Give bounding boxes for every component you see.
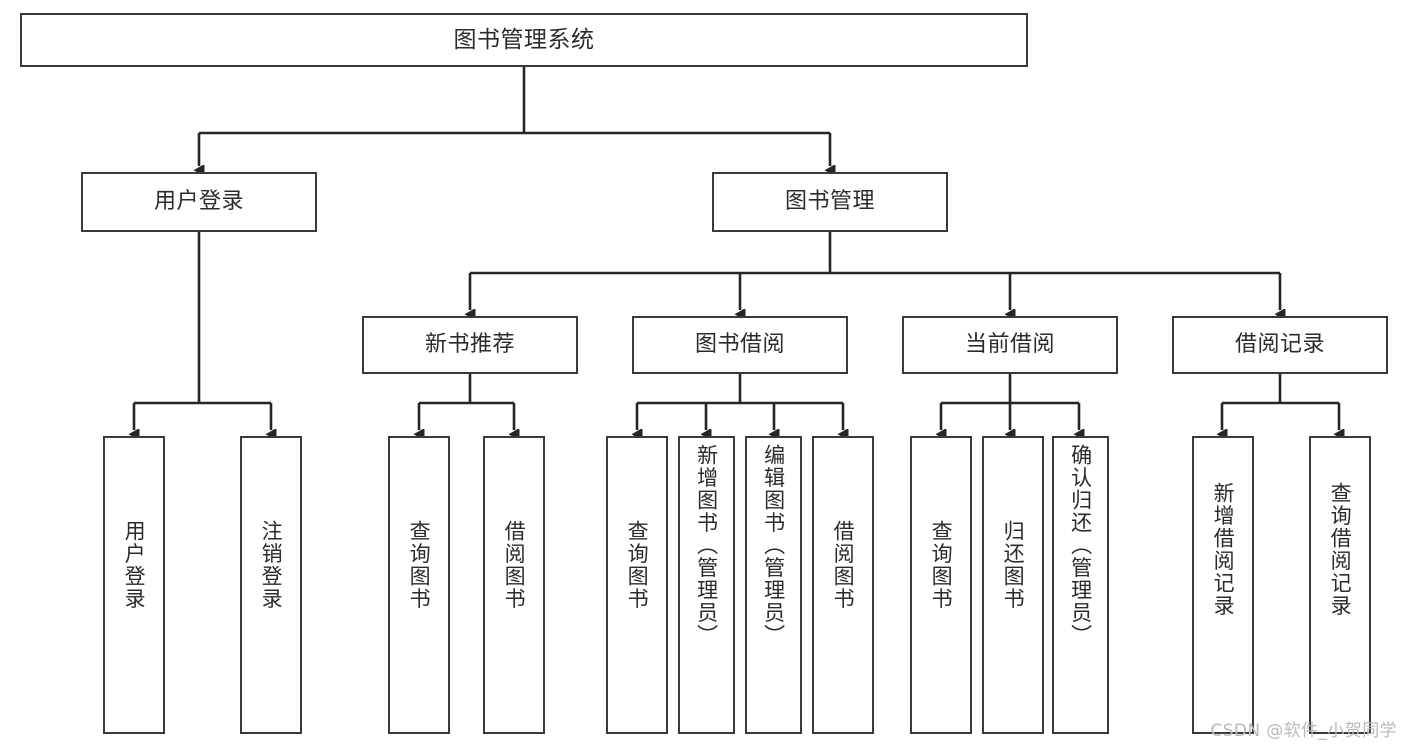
node-borrow-record-label: 借阅记录: [1234, 331, 1325, 357]
node-leaf-query-book-2-label: 查询图书: [625, 520, 650, 610]
node-user-login[interactable]: 用户登录: [81, 172, 317, 232]
node-leaf-query-book-2[interactable]: 查询图书: [606, 436, 668, 734]
node-leaf-edit-book[interactable]: 编辑图书（管理员）: [745, 436, 802, 734]
node-leaf-confirm-return-label: 确认归还（管理员）: [1068, 444, 1093, 647]
node-leaf-logout[interactable]: 注销登录: [240, 436, 302, 734]
node-book-manage-label: 图书管理: [784, 188, 875, 214]
node-book-borrow[interactable]: 图书借阅: [632, 316, 848, 374]
node-leaf-add-record-label: 新增借阅记录: [1211, 482, 1236, 617]
node-leaf-borrow-book-1[interactable]: 借阅图书: [483, 436, 545, 734]
node-leaf-user-login-label: 用户登录: [122, 520, 147, 610]
node-leaf-query-record-label: 查询借阅记录: [1328, 482, 1353, 617]
node-leaf-query-book-1-label: 查询图书: [407, 520, 432, 610]
node-book-borrow-label: 图书借阅: [694, 331, 785, 357]
node-current-borrow-label: 当前借阅: [964, 331, 1055, 357]
node-leaf-query-book-3[interactable]: 查询图书: [910, 436, 972, 734]
node-leaf-query-record[interactable]: 查询借阅记录: [1309, 436, 1371, 734]
node-user-login-label: 用户登录: [153, 188, 244, 214]
node-leaf-confirm-return[interactable]: 确认归还（管理员）: [1052, 436, 1109, 734]
node-leaf-query-book-3-label: 查询图书: [929, 520, 954, 610]
csdn-watermark: CSDN @软件_小贺同学: [1210, 721, 1397, 741]
node-leaf-borrow-book-2-label: 借阅图书: [831, 520, 856, 610]
node-new-book-rec[interactable]: 新书推荐: [362, 316, 578, 374]
node-leaf-logout-label: 注销登录: [259, 520, 284, 610]
node-borrow-record[interactable]: 借阅记录: [1172, 316, 1388, 374]
node-current-borrow[interactable]: 当前借阅: [902, 316, 1118, 374]
node-leaf-return-book-label: 归还图书: [1001, 520, 1026, 610]
node-leaf-borrow-book-1-label: 借阅图书: [502, 520, 527, 610]
node-leaf-edit-book-label: 编辑图书（管理员）: [761, 444, 786, 647]
node-new-book-rec-label: 新书推荐: [424, 331, 515, 357]
node-root[interactable]: 图书管理系统: [20, 13, 1028, 67]
node-leaf-return-book[interactable]: 归还图书: [982, 436, 1044, 734]
node-leaf-borrow-book-2[interactable]: 借阅图书: [812, 436, 874, 734]
node-leaf-add-book[interactable]: 新增图书（管理员）: [678, 436, 735, 734]
node-book-manage[interactable]: 图书管理: [712, 172, 948, 232]
node-leaf-query-book-1[interactable]: 查询图书: [388, 436, 450, 734]
node-root-label: 图书管理系统: [453, 26, 595, 53]
node-leaf-user-login[interactable]: 用户登录: [103, 436, 165, 734]
node-leaf-add-book-label: 新增图书（管理员）: [694, 444, 719, 647]
node-leaf-add-record[interactable]: 新增借阅记录: [1192, 436, 1254, 734]
